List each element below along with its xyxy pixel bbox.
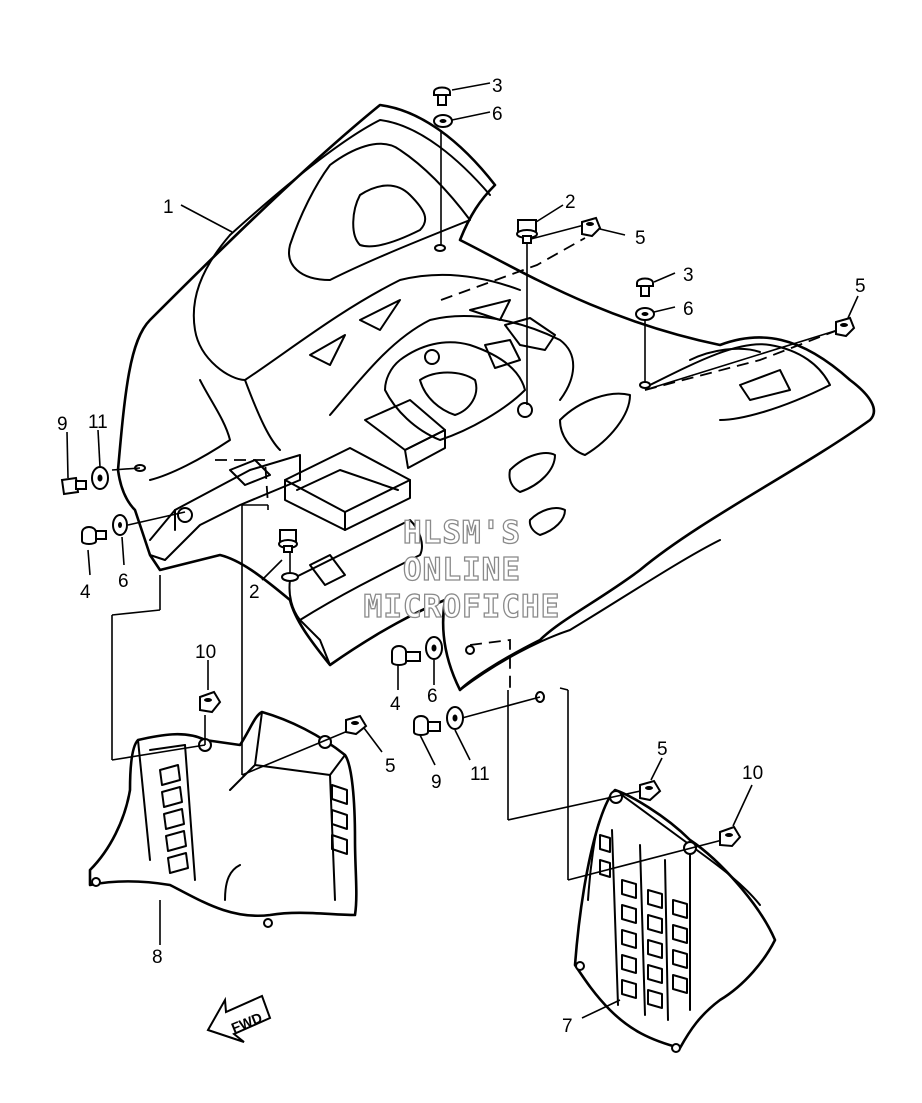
callout-6-right: 6 [683,299,694,320]
watermark-line-2: ONLINE [403,552,521,588]
callout-6-upper: 6 [492,104,503,125]
callout-11-center: 11 [470,764,490,785]
fwd-direction-arrow: FWD [206,994,272,1043]
callout-7: 7 [562,1016,573,1037]
callout-4-left: 4 [80,582,91,603]
callout-3-upper: 3 [492,76,503,97]
rear-fender-part-1 [116,103,876,703]
washer-6-upper [433,114,453,128]
washer-6-center [425,636,443,660]
callout-3-lower: 3 [683,265,694,286]
bolt-2-lower [278,529,299,582]
bolt-4-center [391,645,421,666]
callout-2-lower: 2 [249,582,260,603]
washer-6-right [635,307,655,321]
washer-11-center [446,706,464,730]
callout-11-left: 11 [88,412,108,433]
washer-11-left [91,466,109,490]
callout-1: 1 [163,197,174,218]
bolt-9-left [60,476,87,496]
callout-8: 8 [152,947,163,968]
callout-leaders [66,82,859,1019]
callout-9-center: 9 [431,772,442,793]
nut-5-far-right [835,316,856,338]
callout-2-upper: 2 [565,192,576,213]
right-mudflap-part-7 [573,788,777,1053]
watermark: HLSM'S ONLINE MICROFICHE [363,514,561,625]
nut-5-lower-right [639,779,662,802]
callout-5-lower-right: 5 [657,739,668,760]
bolt-3-lower [636,277,654,297]
left-mudflap-part-8 [88,710,358,928]
bolt-9-center [413,715,441,736]
bolt-2-upper [516,219,538,244]
nut-5-lower-center [345,714,368,736]
callout-6-center: 6 [427,686,438,707]
callout-9-left: 9 [57,414,68,435]
callout-5-lower-center: 5 [385,756,396,777]
callout-numbers: 1 3 6 2 5 3 6 5 9 11 4 6 2 10 4 6 5 9 11… [57,76,866,1037]
callout-4-center: 4 [390,694,401,715]
nut-5-upper [581,216,602,238]
bolt-4-left [81,526,107,545]
callout-5-far-right: 5 [855,276,866,297]
bolt-3-upper [433,86,451,106]
watermark-line-1: HLSM'S [403,515,521,551]
washer-6-left [112,514,128,536]
nut-10-left [199,690,222,714]
nut-10-right [719,825,742,848]
hardware [60,86,856,848]
callout-6-left: 6 [118,571,129,592]
callout-5-upper: 5 [635,228,646,249]
callout-10-right: 10 [742,763,763,784]
assembly-lines [111,130,839,881]
watermark-line-3: MICROFICHE [364,589,561,625]
callout-10-left: 10 [195,642,216,663]
